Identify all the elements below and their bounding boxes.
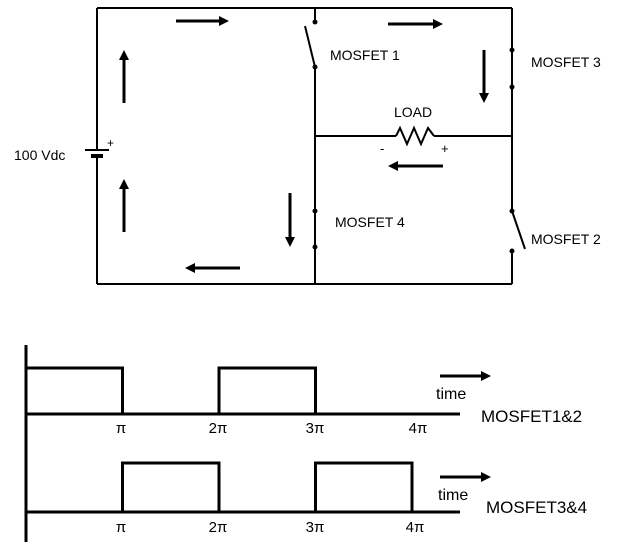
- mosfet-4-switch: [312, 208, 318, 250]
- tick-label-pi: π: [116, 519, 126, 536]
- row-1-name: MOSFET1&2: [481, 407, 582, 426]
- mosfet-3-switch: [509, 47, 515, 90]
- row-1-pulse-1: [26, 366, 124, 414]
- tick-label-2pi: 2π: [209, 519, 228, 536]
- tick-label-2pi: 2π: [209, 420, 228, 437]
- current-arrows: [119, 16, 489, 273]
- battery-plus: +: [107, 136, 114, 150]
- source-voltage-label: 100 Vdc: [14, 147, 65, 163]
- tick-label-3pi: 3π: [306, 420, 325, 437]
- mosfet-1-label: MOSFET 1: [330, 47, 400, 63]
- battery-symbol: [85, 149, 109, 162]
- row-2-pulse-2: [314, 461, 414, 512]
- load-resistor: [395, 125, 435, 147]
- tick-label-3pi: 3π: [306, 519, 325, 536]
- mosfet-2-label: MOSFET 2: [531, 231, 601, 247]
- mosfet-2-switch: [509, 208, 526, 254]
- row-1-tick-labels: π 2π 3π 4π: [116, 420, 428, 437]
- tick-label-pi: π: [116, 420, 126, 437]
- circuit-wires: [96, 7, 513, 285]
- mosfet-4-label: MOSFET 4: [335, 214, 405, 230]
- load-plus: +: [441, 141, 449, 156]
- row-2-name: MOSFET3&4: [486, 498, 587, 517]
- load-minus: -: [380, 141, 384, 156]
- mosfet-1-switch: [304, 19, 318, 70]
- mosfet-3-label: MOSFET 3: [531, 54, 601, 70]
- tick-label-4pi: 4π: [406, 519, 425, 536]
- tick-label-4pi: 4π: [409, 420, 428, 437]
- load-label: LOAD: [394, 104, 432, 120]
- row-2-tick-labels: π 2π 3π 4π: [116, 519, 425, 536]
- row-1-pulse-2: [217, 366, 317, 414]
- row-2-pulse-1: [121, 461, 221, 512]
- timing-waveforms: [26, 366, 414, 512]
- time-label-row-2: time: [438, 487, 468, 504]
- time-label-row-1: time: [436, 386, 466, 403]
